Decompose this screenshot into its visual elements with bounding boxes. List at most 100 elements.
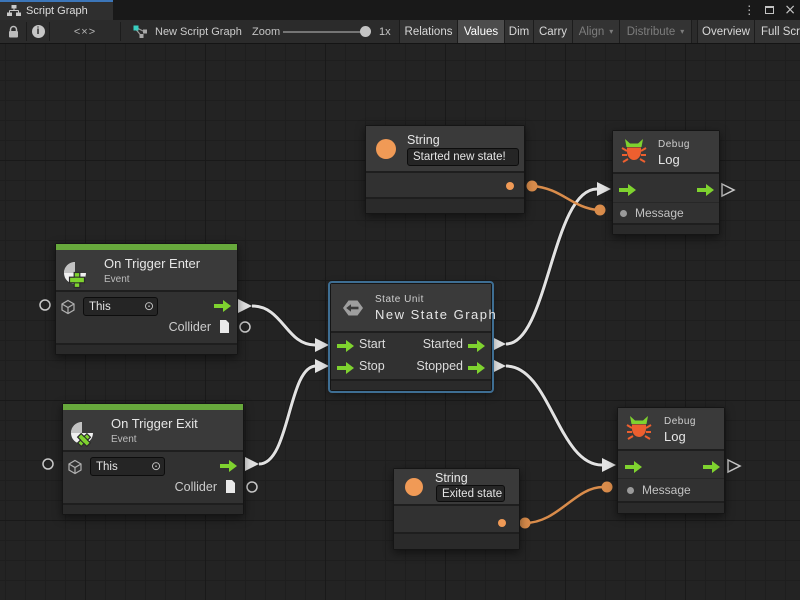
graph-toolbar: i <×> New Script Graph Zoom 1x Relations… [0, 20, 800, 44]
node-title: Log [664, 429, 686, 444]
target-picker-icon[interactable]: ⊙ [151, 459, 162, 473]
node-debug-log-bottom[interactable]: Debug Log Message [617, 407, 725, 514]
embed-code-button[interactable]: <×> [50, 20, 120, 43]
node-footer [56, 343, 237, 354]
value-input-port[interactable] [620, 210, 627, 217]
string-icon [405, 478, 423, 496]
string-value-input[interactable]: Started new state! [407, 148, 519, 166]
node-subtitle: Event [111, 434, 137, 445]
wire-string-to-message[interactable] [531, 184, 599, 212]
button-dim[interactable]: Dim [504, 20, 533, 43]
input-row: Message [618, 478, 724, 501]
code-icon: <×> [73, 25, 97, 38]
button-overview[interactable]: Overview [697, 20, 754, 43]
zoom-slider[interactable] [283, 31, 368, 33]
unconnected-value-port[interactable] [239, 321, 251, 333]
button-fullscreen[interactable]: Full Screen [754, 20, 800, 43]
value-port-endpoint[interactable] [601, 481, 613, 493]
node-title: New State Graph [375, 307, 498, 322]
graph-title-group[interactable]: New Script Graph [133, 20, 242, 43]
target-picker-icon[interactable]: ⊙ [144, 299, 155, 313]
node-footer [331, 379, 491, 390]
flow-arrowhead [245, 457, 259, 471]
chevron-down-icon: ▾ [609, 27, 614, 36]
value-output-port[interactable] [498, 519, 506, 527]
unconnected-flow-port[interactable] [721, 182, 736, 198]
node-string-top[interactable]: String Started new state! [365, 125, 525, 214]
node-string-bottom[interactable]: String Exited state [393, 468, 520, 550]
node-body [366, 171, 524, 197]
value-port-endpoint[interactable] [519, 517, 531, 529]
tab-script-graph[interactable]: Script Graph [0, 0, 113, 20]
flow-in-port[interactable] [337, 362, 354, 374]
node-header: Debug Log [618, 408, 724, 449]
more-icon[interactable]: ⋮ [743, 3, 756, 17]
node-title: On Trigger Enter [104, 256, 201, 271]
node-subtitle: Event [104, 274, 130, 285]
zoom-label: Zoom [252, 26, 281, 38]
close-icon[interactable]: × [784, 1, 796, 18]
value-port-endpoint[interactable] [594, 204, 606, 216]
flow-out-port[interactable] [220, 460, 237, 472]
button-distribute[interactable]: Distribute ▾ [619, 20, 692, 43]
flow-in-port[interactable] [625, 461, 642, 473]
value-input-port[interactable] [627, 487, 634, 494]
flow-out-port[interactable] [214, 300, 231, 312]
port-label: Started [422, 337, 463, 351]
lock-button[interactable] [0, 20, 26, 43]
node-on-trigger-exit[interactable]: On Trigger Exit Event This ⊙ Collider [62, 403, 244, 515]
button-values[interactable]: Values [457, 20, 504, 43]
wire-enter-to-start[interactable] [251, 304, 316, 347]
node-state-unit[interactable]: State Unit New State Graph Start Started… [328, 281, 496, 393]
unconnected-flow-port[interactable] [727, 458, 742, 474]
toolbar-separator [49, 22, 50, 41]
button-align[interactable]: Align ▾ [572, 20, 619, 43]
flow-out-port[interactable] [468, 362, 485, 374]
wire-exit-to-stop[interactable] [258, 364, 317, 466]
zoom-slider-handle[interactable] [360, 26, 371, 37]
node-on-trigger-enter[interactable]: On Trigger Enter Event This ⊙ Collider [55, 243, 238, 355]
tab-bar: Script Graph ⋮ × [0, 0, 800, 20]
flow-in-port[interactable] [337, 340, 354, 352]
toolbar-separator [120, 22, 121, 41]
info-button[interactable]: i [27, 20, 49, 43]
string-value-input[interactable]: Exited state [436, 485, 505, 502]
bug-icon [626, 416, 652, 440]
unconnected-value-port[interactable] [39, 299, 51, 311]
flow-in-port[interactable] [619, 184, 636, 196]
lock-icon [8, 25, 18, 38]
unconnected-value-port[interactable] [42, 458, 54, 470]
wire-started-to-log[interactable] [505, 187, 598, 346]
button-relations[interactable]: Relations [399, 20, 457, 43]
flow-out-port[interactable] [697, 184, 714, 196]
wire-stopped-to-log[interactable] [505, 364, 603, 467]
cube-icon [68, 459, 82, 475]
port-label: Stopped [416, 359, 463, 373]
graph-icon [133, 25, 147, 38]
bug-icon [621, 139, 647, 163]
value-output-port[interactable] [506, 182, 514, 190]
graph-canvas[interactable]: String Started new state! Debug Log [0, 44, 800, 600]
node-header: String Exited state [394, 469, 519, 504]
flow-out-port[interactable] [703, 461, 720, 473]
node-debug-log-top[interactable]: Debug Log Message [612, 130, 720, 235]
target-dropdown[interactable]: This [83, 297, 158, 316]
node-header: On Trigger Exit Event [63, 410, 243, 450]
node-footer [613, 223, 719, 234]
value-port-endpoint[interactable] [526, 180, 538, 192]
node-header: String Started new state! [366, 126, 524, 171]
flow-out-port[interactable] [468, 340, 485, 352]
hierarchy-icon [7, 5, 21, 16]
document-icon[interactable] [219, 320, 230, 334]
target-dropdown[interactable]: This [90, 457, 165, 476]
node-kicker: Debug [658, 139, 690, 150]
button-carry[interactable]: Carry [533, 20, 572, 43]
node-footer [366, 197, 524, 213]
unconnected-value-port[interactable] [246, 481, 258, 493]
flow-arrowhead [602, 458, 616, 472]
document-icon[interactable] [225, 480, 236, 494]
wire-string-to-message[interactable] [524, 485, 604, 525]
flow-arrowhead [315, 359, 329, 373]
maximize-icon[interactable] [765, 6, 775, 14]
